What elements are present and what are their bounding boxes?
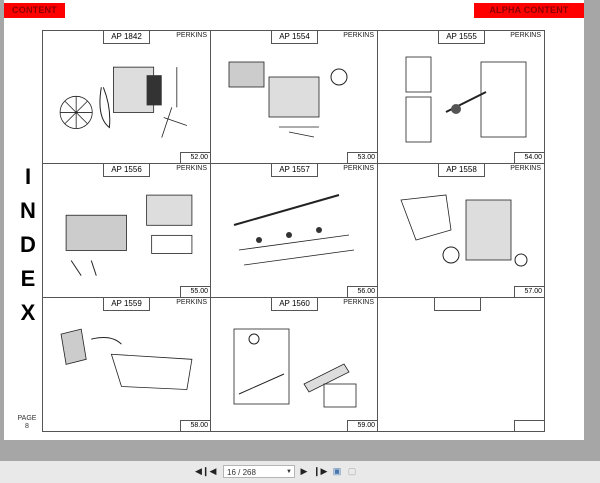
cell-page-number: 58.00 xyxy=(180,420,210,431)
cell-brand: PERKINS xyxy=(343,299,374,306)
cell-brand: PERKINS xyxy=(343,32,374,39)
index-cell-ap1560[interactable]: AP 1560 PERKINS 59.00 xyxy=(211,298,378,431)
cell-page-number: 52.00 xyxy=(180,152,210,163)
cell-code: AP 1554 xyxy=(271,31,318,44)
rocker-cover-diagram-icon xyxy=(233,328,357,408)
index-letter: E xyxy=(20,266,36,291)
cell-code: AP 1560 xyxy=(271,298,318,311)
two-page-view-icon[interactable]: ▢ xyxy=(347,466,357,476)
crankshaft-diagram-icon xyxy=(405,56,527,143)
pdf-toolbar xyxy=(0,461,600,483)
chevron-down-icon[interactable]: ▼ xyxy=(286,469,292,475)
page-label: PAGE 8 xyxy=(14,415,40,431)
cell-code: AP 1558 xyxy=(438,164,485,177)
rocker-shaft-diagram-icon xyxy=(233,194,355,266)
index-cell-ap1554[interactable]: AP 1554 PERKINS 53.00 xyxy=(211,31,378,164)
oil-sump-diagram-icon xyxy=(60,328,193,390)
cylinder-block-diagram-icon xyxy=(228,61,348,138)
cell-brand: PERKINS xyxy=(510,165,541,172)
page-label-number: 8 xyxy=(25,423,29,430)
cell-brand: PERKINS xyxy=(176,32,207,39)
page-number-input[interactable]: 16 / 268 ▼ xyxy=(223,465,295,478)
index-vertical-title: I N D E X xyxy=(18,160,38,330)
cell-page-number: 56.00 xyxy=(347,286,377,297)
cell-brand: PERKINS xyxy=(343,165,374,172)
index-cell-ap1557[interactable]: AP 1557 PERKINS 56.00 xyxy=(211,164,378,298)
content-tag[interactable]: CONTENT xyxy=(4,3,65,18)
cell-page-number: 53.00 xyxy=(347,152,377,163)
index-cell-ap1558[interactable]: AP 1558 PERKINS 57.00 xyxy=(378,164,544,298)
index-cell-ap1555[interactable]: AP 1555 PERKINS 54.00 xyxy=(378,31,544,164)
cell-code: AP 1556 xyxy=(103,164,150,177)
last-page-icon[interactable]: ❙▶ xyxy=(313,466,328,476)
index-letter: I xyxy=(24,164,32,189)
cell-page-number: 55.00 xyxy=(180,286,210,297)
cell-code: AP 1557 xyxy=(271,164,318,177)
timing-case-diagram-icon xyxy=(400,194,528,267)
index-letter: N xyxy=(20,198,36,223)
previous-page-icon[interactable]: ◀ xyxy=(209,466,217,476)
page-number-value: 16 / 268 xyxy=(227,468,256,477)
cell-brand: PERKINS xyxy=(510,32,541,39)
cell-code xyxy=(434,298,481,311)
cell-page-number: 57.00 xyxy=(514,286,544,297)
next-page-icon[interactable]: ▶ xyxy=(300,466,308,476)
index-cell-empty xyxy=(378,298,544,431)
document-page: CONTENT ALPHA CONTENT I N D E X PAGE 8 A… xyxy=(4,0,584,440)
cell-code: AP 1555 xyxy=(438,31,485,44)
cell-code: AP 1842 xyxy=(103,31,150,44)
first-page-icon[interactable]: ◀❙ xyxy=(195,466,210,476)
index-grid: AP 1842 PERKINS 52.00 AP 1554 PERKINS 53… xyxy=(42,30,545,432)
page-label-text: PAGE xyxy=(17,415,37,422)
index-letter: D xyxy=(20,232,36,257)
cell-page-number: 59.00 xyxy=(347,420,377,431)
index-cell-ap1559[interactable]: AP 1559 PERKINS 58.00 xyxy=(43,298,211,431)
cylinder-head-diagram-icon xyxy=(65,194,193,276)
index-letter: X xyxy=(20,300,36,325)
cell-brand: PERKINS xyxy=(176,165,207,172)
page-view-icon[interactable]: ▣ xyxy=(332,466,342,476)
cell-page-number: 54.00 xyxy=(514,152,544,163)
alpha-content-tag[interactable]: ALPHA CONTENT xyxy=(474,3,584,18)
engine-diagram-icon xyxy=(59,66,188,138)
index-cell-ap1842[interactable]: AP 1842 PERKINS 52.00 xyxy=(43,31,211,164)
cell-code: AP 1559 xyxy=(103,298,150,311)
cell-brand: PERKINS xyxy=(176,299,207,306)
index-cell-ap1556[interactable]: AP 1556 PERKINS 55.00 xyxy=(43,164,211,298)
cell-page-number xyxy=(514,420,544,431)
